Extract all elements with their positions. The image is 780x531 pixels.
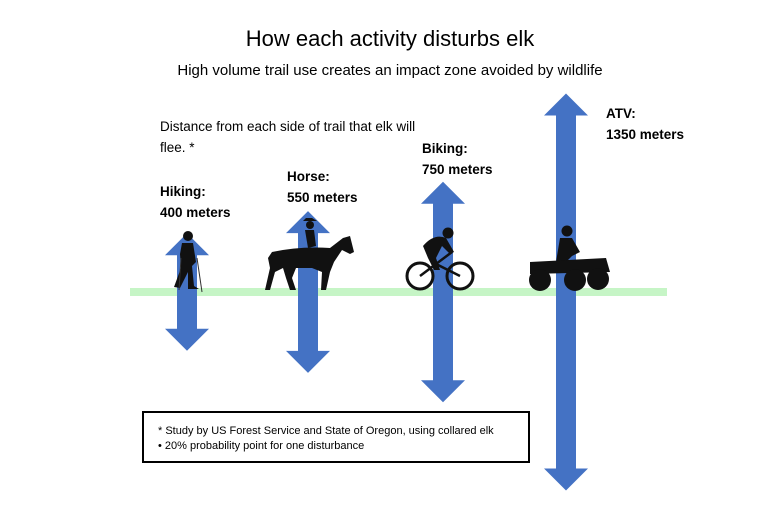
atv-distance: 1350 meters xyxy=(606,127,685,142)
distance-arrow-biking xyxy=(421,181,465,403)
biking-name: Biking: xyxy=(422,141,468,156)
horse-distance: 550 meters xyxy=(287,190,358,205)
atv-name: ATV: xyxy=(606,106,636,121)
distance-arrow-horse xyxy=(286,211,330,373)
trail-line xyxy=(130,288,667,296)
horse-label: Horse: 550 meters xyxy=(287,166,358,208)
atv-label: ATV: 1350 meters xyxy=(606,103,684,145)
page-subtitle: High volume trail use creates an impact … xyxy=(177,62,603,79)
hiking-distance: 400 meters xyxy=(160,205,231,220)
horse-name: Horse: xyxy=(287,169,330,184)
page-title: How each activity disturbs elk xyxy=(245,26,535,51)
footnote-probability: • 20% probability point for one disturba… xyxy=(158,440,365,452)
footnote-box: * Study by US Forest Service and State o… xyxy=(142,411,530,463)
biking-distance: 750 meters xyxy=(422,162,493,177)
hiking-name: Hiking: xyxy=(160,184,206,199)
hiker-icon xyxy=(174,231,203,293)
atv-rider-icon xyxy=(529,225,610,291)
biking-label: Biking: 750 meters xyxy=(422,138,493,180)
hiking-label: Hiking: 400 meters xyxy=(160,181,231,223)
distance-arrow-hiking xyxy=(165,233,209,351)
cyclist-icon xyxy=(405,227,475,291)
distance-arrow-atv xyxy=(544,93,588,491)
footnote-study: * Study by US Forest Service and State o… xyxy=(158,425,494,437)
intro-text: Distance from each side of trail that el… xyxy=(160,119,416,155)
horse-rider-icon xyxy=(265,218,354,290)
